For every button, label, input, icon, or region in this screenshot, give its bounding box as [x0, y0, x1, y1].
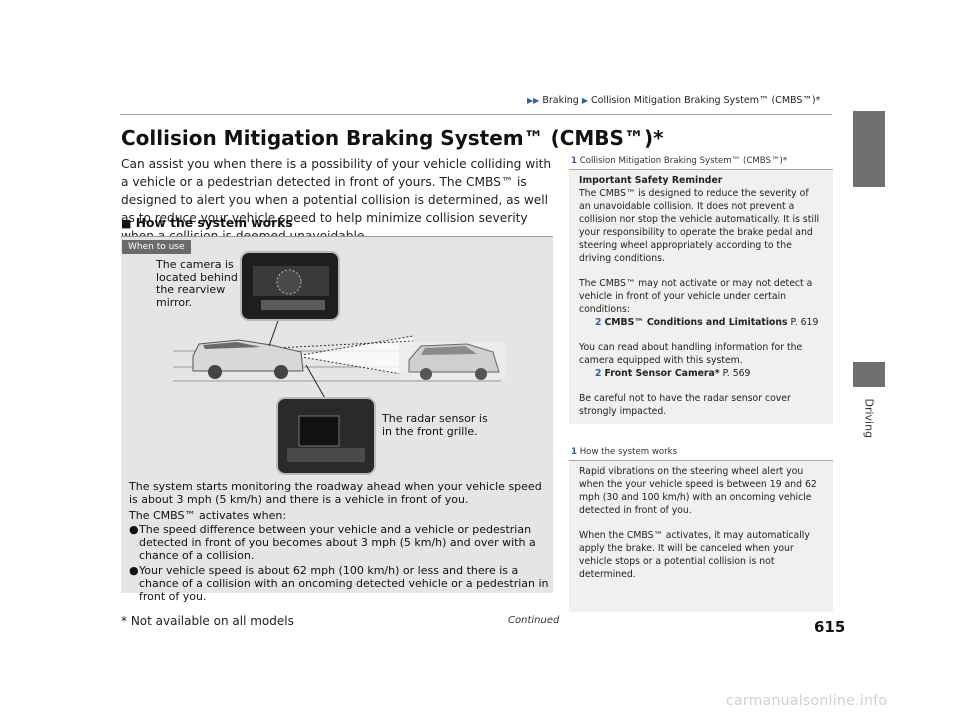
camera-label: The camera is located behind the rearvie… [156, 258, 238, 309]
note-title: How the system works [579, 447, 678, 457]
intro-paragraph: Can assist you when there is a possibili… [121, 157, 552, 243]
when-to-use-tag: When to use [122, 240, 191, 254]
radar-sensor-icon [298, 415, 340, 447]
bullet-icon: ● [129, 523, 139, 536]
reference-arrow-icon: 2 [595, 368, 602, 379]
note-header: 1 Collision Mitigation Braking System™ (… [569, 155, 833, 170]
cmbs-illustration [173, 251, 505, 475]
monitor-text: The system starts monitoring the roadway… [129, 480, 542, 506]
watermark: carmanualsonline.info [726, 693, 888, 709]
camera-callout-line [268, 317, 280, 347]
breadcrumb-arrow-icon: ▶▶ [527, 96, 540, 105]
section-heading: ■ How the system works [121, 216, 293, 230]
breadcrumb: ▶▶ Braking ▶ Collision Mitigation Brakin… [527, 95, 820, 106]
list-item: ● The speed difference between your vehi… [129, 523, 549, 562]
vehicle-ahead-icon [399, 343, 505, 380]
note-paragraph: Be careful not to have the radar sensor … [579, 393, 791, 417]
footnote: * Not available on all models [121, 614, 294, 628]
note-paragraph: When the CMBS™ activates, it may automat… [579, 530, 810, 580]
breadcrumb-item-braking[interactable]: Braking [542, 95, 579, 106]
note-paragraph: You can read about handling information … [579, 342, 803, 366]
side-tab-marker-section [853, 362, 885, 387]
note-header: 1 How the system works [569, 446, 833, 461]
note-paragraph: Rapid vibrations on the steering wheel a… [579, 466, 817, 516]
radar-label: The radar sensor is in the front grille. [382, 412, 488, 438]
radar-callout-line [305, 364, 327, 401]
bullet-text: The speed difference between your vehicl… [139, 523, 536, 562]
page-title: Collision Mitigation Braking System™ (CM… [121, 126, 664, 150]
note-paragraph: The CMBS™ may not activate or may not de… [579, 278, 813, 315]
breadcrumb-item-cmbs[interactable]: Collision Mitigation Braking System™ (CM… [591, 95, 821, 106]
detection-beam-icon [296, 336, 413, 376]
reference-arrow-icon: 2 [595, 317, 602, 328]
reference-title: CMBS™ Conditions and Limitations [604, 317, 788, 328]
note-title: Collision Mitigation Braking System™ (CM… [579, 156, 788, 166]
beam-edge [275, 340, 414, 349]
note-body: Important Safety Reminder The CMBS™ is d… [569, 170, 833, 424]
side-note-important: 1 Collision Mitigation Braking System™ (… [569, 155, 833, 424]
camera-lens-icon [276, 269, 302, 295]
cross-reference-conditions[interactable]: 2 CMBS™ Conditions and Limitations P. 61… [579, 316, 823, 329]
note-body: Rapid vibrations on the steering wheel a… [569, 461, 833, 587]
note-number-icon: 1 [571, 447, 577, 457]
radar-inset [276, 397, 376, 475]
page-number: 615 [814, 618, 846, 636]
section-marker-icon: ■ [121, 217, 132, 230]
cross-reference-camera[interactable]: 2 Front Sensor Camera* P. 569 [579, 367, 823, 380]
bullet-icon: ● [129, 564, 139, 577]
side-section-label: Driving [862, 398, 876, 439]
header-rule [120, 114, 832, 115]
breadcrumb-arrow-icon: ▶ [581, 96, 588, 105]
bullet-text: Your vehicle speed is about 62 mph (100 … [139, 564, 549, 603]
continued-label: Continued [508, 615, 560, 626]
reference-page: P. 619 [790, 317, 819, 328]
camera-inset [240, 251, 340, 321]
reference-title: Front Sensor Camera* [604, 368, 720, 379]
note-paragraph: The CMBS™ is designed to reduce the seve… [579, 188, 820, 264]
reference-page: P. 569 [722, 368, 751, 379]
note-safety-title: Important Safety Reminder [579, 175, 723, 186]
own-vehicle-icon [192, 339, 304, 379]
list-item: ● Your vehicle speed is about 62 mph (10… [129, 564, 549, 603]
note-number-icon: 1 [571, 156, 577, 166]
activates-intro: The CMBS™ activates when: [129, 509, 287, 522]
section-heading-text: How the system works [135, 216, 293, 230]
side-tab-marker [853, 111, 885, 187]
side-note-how-it-works: 1 How the system works Rapid vibrations … [569, 446, 833, 612]
